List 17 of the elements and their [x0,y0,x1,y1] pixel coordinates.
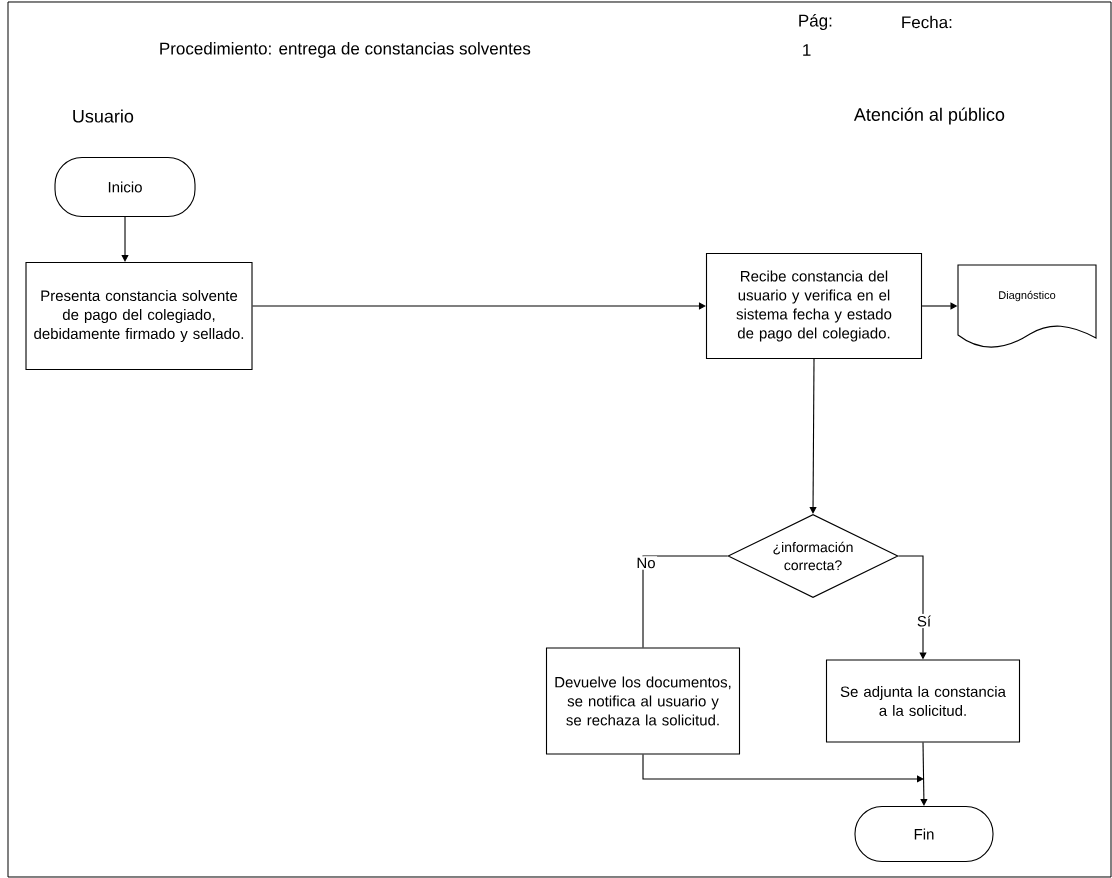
arrow [809,358,817,514]
arrow [920,742,928,806]
edge-label: Sí [915,613,933,629]
arrow [121,216,129,262]
process-box: Recibe constancia del usuario y verifica en el sistema fecha y estado de pago del colegiado. [705,252,923,360]
lane-heading: Atención al público [853,107,1005,125]
arrow [252,302,706,310]
process-box: Se adjunta la constancia a la solicitud. [825,659,1021,743]
lane-heading: Usuario [73,109,134,123]
process-box: Devuelve los documentos, se notifica al usuario y se rechaza la solicitud. [545,647,741,755]
header-label: Fecha: [902,15,952,29]
title: Procedimiento: entrega de constancias solventes [160,42,531,58]
page-number: 1 [803,44,811,56]
arrow [642,754,924,783]
header-label: Pág: [799,14,832,30]
process-box: Presenta constancia solvente de pago del colegiado, debidamente firmado y sellado. [25,261,253,371]
edge-label: No [634,556,658,570]
